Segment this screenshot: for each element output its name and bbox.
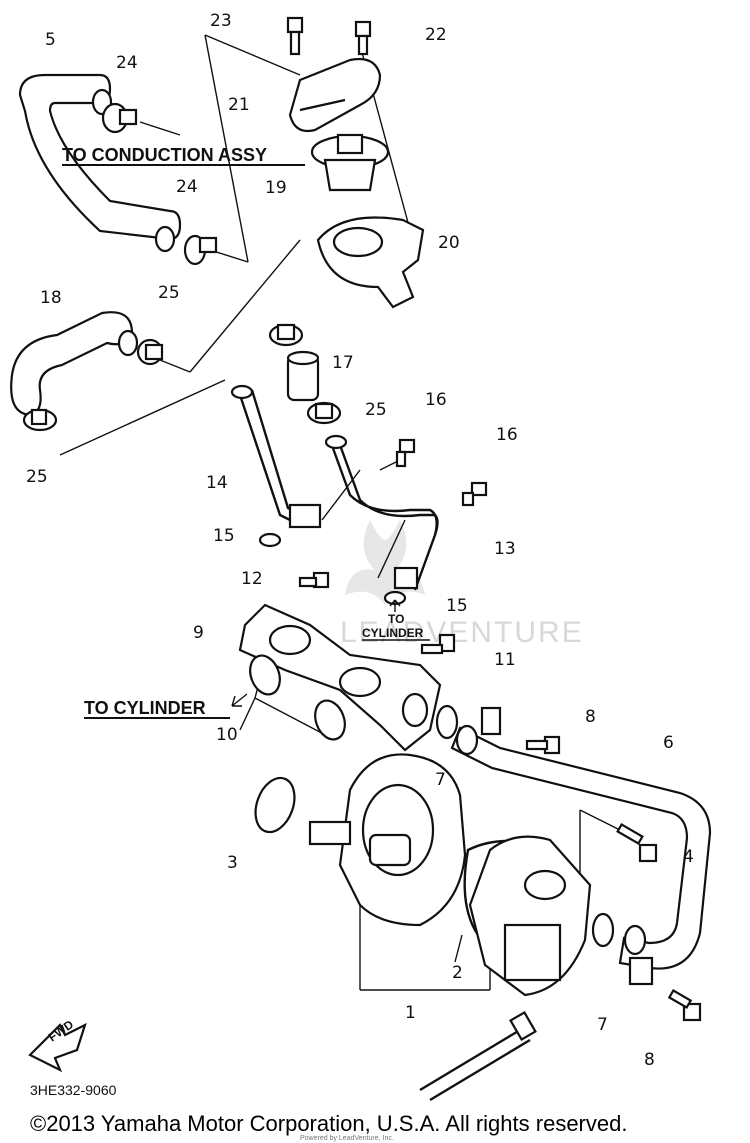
part-label-7: 7	[435, 770, 446, 790]
part-label-10: 10	[216, 725, 238, 745]
part-label-8: 8	[644, 1050, 655, 1070]
water-pump-1	[308, 753, 467, 927]
part-label-25: 25	[365, 400, 387, 420]
pipe-6-bracket-a	[480, 706, 502, 736]
note-to-cylinder: TO CYLINDER	[84, 698, 206, 718]
bolt-22	[354, 20, 372, 56]
hose-18-end	[117, 329, 139, 357]
part-label-1: 1	[405, 1003, 416, 1023]
diagram-code: 3HE332-9060	[30, 1082, 117, 1098]
pipe-6-end-2	[623, 924, 647, 956]
bolt-8-a	[525, 735, 561, 755]
part-label-5: 5	[45, 30, 56, 50]
part-label-19: 19	[265, 178, 287, 198]
clamp-25-d	[306, 401, 342, 425]
fwd-arrow: FWD	[28, 1017, 87, 1073]
hose-5	[18, 73, 182, 241]
pump-cover	[468, 835, 592, 997]
pipe-14-flange	[288, 503, 322, 529]
to-cylinder-small-arrow	[389, 599, 401, 612]
bolt-12	[298, 571, 330, 589]
bolt-16-a	[395, 438, 416, 468]
clamp-25-b	[22, 408, 58, 432]
part-label-2: 2	[452, 963, 463, 983]
part-label-25: 25	[158, 283, 180, 303]
note-to-conduction-assy: TO CONDUCTION ASSY	[62, 145, 267, 165]
part-label-15: 15	[446, 596, 468, 616]
pipe-13-end	[324, 434, 348, 450]
pipe-6-end	[455, 724, 479, 756]
o-ring-7-a	[435, 704, 459, 740]
pipe-13	[328, 439, 439, 591]
part-label-3: 3	[227, 853, 238, 873]
clamp-25-c	[268, 323, 304, 347]
part-label-24: 24	[176, 177, 198, 197]
pipe-9-port-a	[268, 624, 312, 656]
bolt-8-b	[667, 989, 702, 1022]
part-label-4: 4	[683, 847, 694, 867]
pipe-6-bracket-b	[628, 956, 654, 986]
pipe-9-outlet	[401, 692, 429, 728]
part-label-25: 25	[26, 467, 48, 487]
part-label-15: 15	[213, 526, 235, 546]
footer-small-text: Powered by LeadVenture, Inc.	[300, 1135, 394, 1142]
part-label-18: 18	[40, 288, 62, 308]
part-label-20: 20	[438, 233, 460, 253]
part-label-13: 13	[494, 539, 516, 559]
hose-5-end-2	[154, 225, 176, 253]
pipe-6	[450, 726, 712, 970]
part-label-6: 6	[663, 733, 674, 753]
to-cylinder-arrow	[231, 693, 248, 707]
hose-17	[286, 350, 320, 402]
part-label-12: 12	[241, 569, 263, 589]
thermostat-housing-20	[316, 216, 425, 309]
part-label-16: 16	[496, 425, 518, 445]
pipe-9-port-b	[338, 666, 382, 698]
part-label-9: 9	[193, 623, 204, 643]
hose-18	[10, 311, 134, 417]
clamp-25-a	[136, 338, 164, 366]
copyright-text: ©2013 Yamaha Motor Corporation, U.S.A. A…	[30, 1111, 627, 1136]
part-label-16: 16	[425, 390, 447, 410]
o-ring-15-a	[258, 532, 282, 548]
o-ring-10-b	[314, 699, 346, 741]
clamp-24-top	[101, 102, 138, 134]
part-label-17: 17	[332, 353, 354, 373]
part-label-22: 22	[425, 25, 447, 45]
pipe-13-flange	[393, 566, 419, 590]
bolt-16-b	[461, 481, 488, 507]
lower-pipe	[419, 1028, 531, 1102]
note-to-small: TO	[388, 612, 404, 626]
bolt-11	[420, 633, 456, 655]
watermark-text: LEADVENTURE	[340, 616, 584, 649]
o-ring-10-a	[249, 654, 281, 696]
lower-pipe-fitting	[509, 1010, 537, 1042]
part-label-24: 24	[116, 53, 138, 73]
thermostat-cover-21	[288, 57, 382, 133]
part-label-11: 11	[494, 650, 516, 670]
pipe-14-end	[230, 384, 254, 400]
part-label-23: 23	[210, 11, 232, 31]
part-label-14: 14	[206, 473, 228, 493]
bolt-4	[616, 823, 658, 863]
part-label-7: 7	[597, 1015, 608, 1035]
part-label-21: 21	[228, 95, 250, 115]
o-ring-3	[254, 776, 296, 834]
note-cylinder-small: CYLINDER	[362, 626, 424, 640]
part-label-8: 8	[585, 707, 596, 727]
bolt-23	[286, 16, 304, 56]
o-ring-7-b	[591, 912, 615, 948]
clamp-24-bottom	[183, 234, 218, 266]
thermostat-19	[310, 133, 390, 192]
